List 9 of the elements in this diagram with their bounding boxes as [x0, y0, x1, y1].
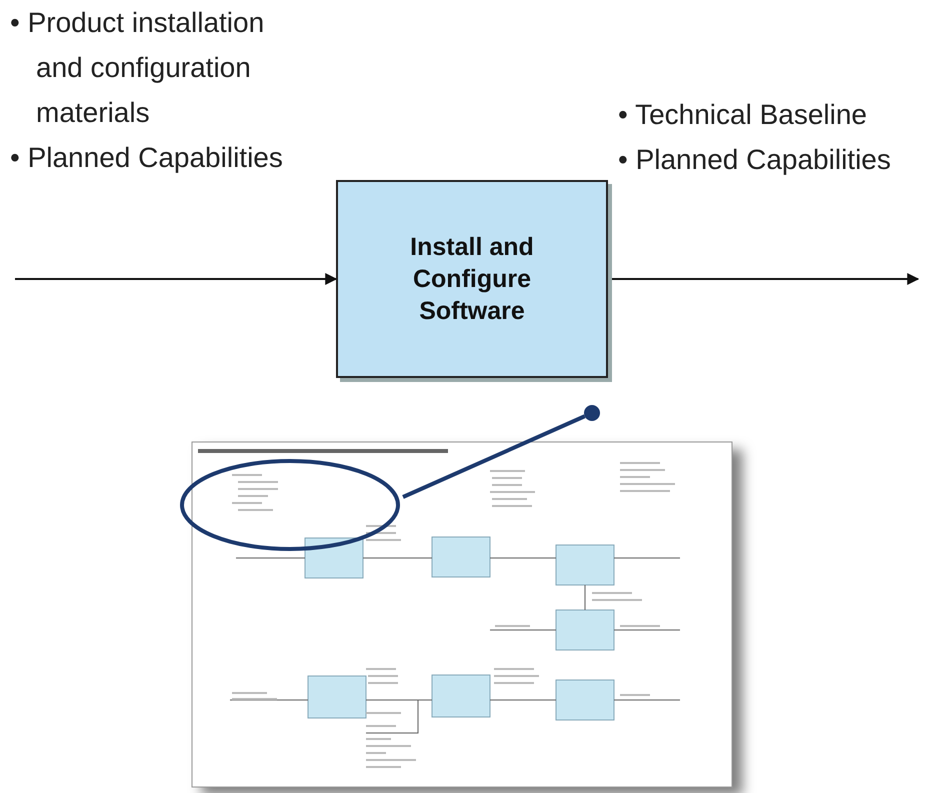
leader-line: [402, 414, 586, 499]
bullet-text: • Planned Capabilities: [618, 143, 892, 177]
callout-dot: [584, 405, 600, 421]
bullet-text: • Product installation and configuration materials: [10, 6, 266, 130]
process-label: Install and Configure Software: [409, 232, 535, 327]
arrow: [15, 273, 338, 285]
bullet-text: • Technical Baseline: [618, 98, 868, 132]
bullet-text: • Planned Capabilities: [10, 141, 284, 175]
diagram-thumbnail-drawing: [180, 442, 732, 788]
